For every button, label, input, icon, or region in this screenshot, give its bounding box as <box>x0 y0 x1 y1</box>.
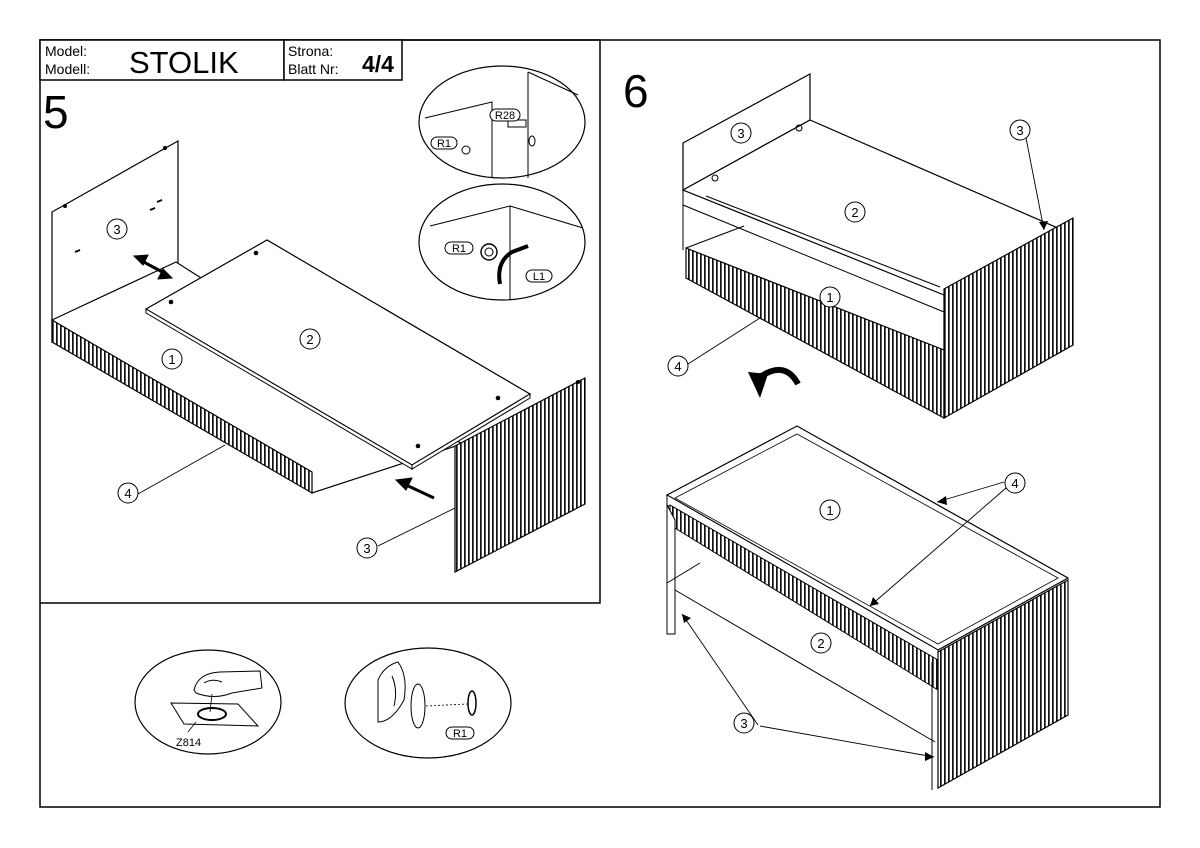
part-code-z814: Z814 <box>176 737 201 749</box>
felt-pad-detail: Z814 <box>134 649 282 755</box>
callout-1: 1 <box>826 503 833 518</box>
step5-arrows <box>132 254 435 500</box>
part-code-l1: L1 <box>533 271 545 283</box>
callout-2: 2 <box>817 636 824 651</box>
model-label-de: Modell: <box>45 61 90 77</box>
callout-3: 3 <box>737 126 744 141</box>
callout-3: 3 <box>1016 123 1023 138</box>
model-label-pl: Model: <box>45 43 87 59</box>
page-number: 4/4 <box>362 51 394 77</box>
step6-callouts: 3 3 2 1 4 1 4 2 3 <box>667 119 1031 734</box>
flip-arrow-icon <box>748 367 801 398</box>
callout-3: 3 <box>113 222 120 237</box>
step6-number: 6 <box>623 65 649 117</box>
callout-3: 3 <box>363 541 370 556</box>
part-code-r1: R1 <box>452 243 466 255</box>
cover-cap-detail: R1 <box>344 647 512 759</box>
callout-3: 3 <box>740 716 747 731</box>
callout-4: 4 <box>674 359 681 374</box>
title-block: Model: Modell: STOLIK Strona: Blatt Nr: … <box>39 39 403 81</box>
step5-leaders <box>137 444 456 547</box>
callout-1: 1 <box>826 290 833 305</box>
step5-front-rail <box>51 318 313 495</box>
step6-lower-assembly <box>665 425 1070 790</box>
callout-2: 2 <box>851 205 858 220</box>
step5-ribbed-panel <box>454 377 586 573</box>
page-label-pl: Strona: <box>288 43 333 59</box>
part-code-r1: R1 <box>437 138 451 150</box>
callout-4: 4 <box>1011 476 1018 491</box>
detail-cam-lock: R1 L1 <box>418 183 586 301</box>
callout-4: 4 <box>124 486 131 501</box>
part-code-r1: R1 <box>453 728 467 740</box>
detail-dowel-connection: R28 R1 <box>418 65 586 179</box>
part-code-r28: R28 <box>495 110 515 122</box>
step5-number: 5 <box>43 86 69 138</box>
step5-callouts: 3 2 1 4 3 <box>106 218 378 559</box>
model-name: STOLIK <box>129 45 239 80</box>
callout-1: 1 <box>168 352 175 367</box>
page-label-de: Blatt Nr: <box>288 61 339 77</box>
callout-2: 2 <box>306 332 313 347</box>
step5-shelf-board <box>144 239 532 470</box>
step6-arrowheads <box>682 221 1048 761</box>
step6-leaders <box>681 137 1045 758</box>
